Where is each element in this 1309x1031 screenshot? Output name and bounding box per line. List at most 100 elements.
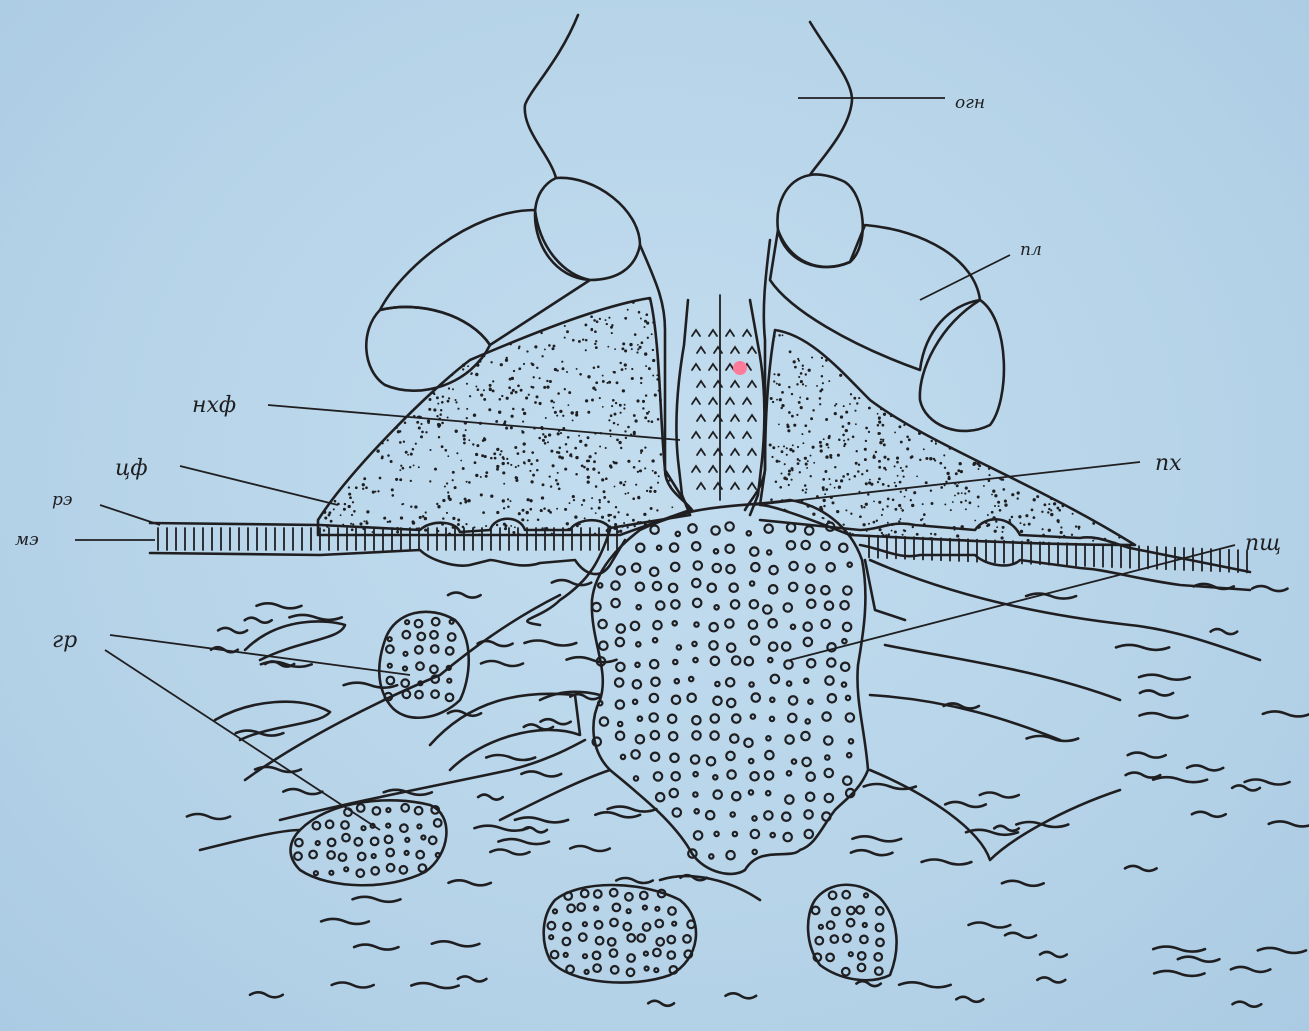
stipple-dot (448, 397, 450, 399)
stipple-dot (532, 474, 535, 477)
stipple-dot (437, 423, 440, 426)
stipple-dot (365, 486, 368, 489)
bud-cell-mark (731, 449, 739, 455)
stipple-dot (429, 480, 431, 482)
stipple-dot (836, 510, 839, 513)
stipple-dot (910, 499, 912, 501)
stipple-dot (925, 457, 928, 460)
stipple-dot (539, 402, 542, 405)
stipple-dot (462, 434, 465, 437)
stipple-dot (550, 450, 553, 453)
stipple-dot (1042, 528, 1044, 530)
gland-cell (625, 893, 633, 901)
stipple-dot (536, 469, 539, 472)
fiber-dash (1258, 948, 1306, 953)
stipple-dot (908, 438, 911, 441)
stipple-dot (910, 456, 913, 459)
stipple-dot (939, 462, 942, 465)
mass-cell (825, 769, 833, 777)
mass-cell (657, 546, 661, 550)
stipple-dot (1002, 526, 1005, 529)
stipple-dot (602, 406, 604, 408)
stipple-dot (520, 389, 523, 392)
stipple-dot (381, 455, 384, 458)
gland-cell (610, 889, 618, 897)
stipple-dot (562, 415, 564, 417)
stipple-dot (395, 426, 397, 428)
stipple-dot (946, 472, 949, 475)
mass-cell (821, 542, 829, 550)
stipple-dot (832, 501, 835, 504)
stipple-dot (587, 476, 590, 479)
stipple-dot (529, 470, 531, 472)
stipple-dot (834, 412, 837, 415)
stipple-dot (656, 374, 658, 376)
stipple-dot (805, 488, 807, 490)
stipple-dot (496, 468, 499, 471)
stipple-dot (586, 460, 589, 463)
stipple-dot (490, 495, 493, 498)
gland-cell (849, 952, 853, 956)
gland-cell (400, 824, 408, 832)
stipple-dot (447, 400, 450, 403)
gland-cell (404, 652, 408, 656)
stipple-dot (419, 516, 422, 519)
stipple-dot (499, 398, 502, 401)
gland-bottom-right (808, 885, 897, 980)
mass-cell (714, 790, 722, 798)
stipple-dot (543, 386, 546, 389)
mass-cell (842, 682, 846, 686)
stipple-dot (359, 522, 362, 525)
stipple-dot (623, 484, 626, 487)
gland-cell (403, 667, 407, 671)
stipple-dot (510, 415, 513, 418)
stipple-dot (614, 413, 617, 416)
stipple-dot (610, 414, 613, 417)
stipple-dot (387, 439, 389, 441)
stipple-dot (519, 533, 521, 535)
fiber-dash (478, 641, 513, 646)
stipple-dot (835, 479, 838, 482)
gland-cell (608, 938, 616, 946)
mass-cell (821, 586, 829, 594)
mass-cell (771, 833, 775, 837)
stipple-dot (414, 505, 417, 508)
stipple-dot (466, 383, 468, 385)
stipple-dot (778, 446, 780, 448)
mass-cell (725, 619, 733, 627)
right-cell-large (770, 225, 980, 370)
stipple-dot (930, 440, 932, 442)
gland-cell (563, 923, 571, 931)
stipple-dot (533, 376, 535, 378)
stipple-dot (410, 480, 412, 482)
stipple-dot (566, 330, 569, 333)
stipple-dot (603, 490, 606, 493)
gland-cell (417, 825, 421, 829)
stipple-dot (433, 408, 436, 411)
stipple-dot (842, 475, 845, 478)
stipple-dot (525, 396, 528, 399)
stipple-dot (503, 483, 505, 485)
right-cell-top (777, 174, 862, 267)
stipple-dot (930, 533, 932, 535)
label-re: рэ (52, 490, 72, 510)
mass-cell (636, 735, 644, 743)
stipple-dot (549, 380, 552, 383)
stipple-dot (1092, 540, 1094, 542)
gland-cell (446, 647, 454, 655)
stipple-dot (823, 517, 825, 519)
stipple-dot (955, 472, 958, 475)
stipple-dot (1001, 536, 1004, 539)
mass-cell (785, 735, 793, 743)
stipple-dot (448, 533, 451, 536)
stipple-dot (523, 412, 526, 415)
mass-cell (839, 544, 847, 552)
stipple-dot (621, 347, 624, 350)
stipple-dot (1033, 516, 1036, 519)
stipple-dot (647, 420, 649, 422)
stipple-dot (634, 333, 637, 336)
stipple-dot (616, 381, 619, 384)
stipple-dot (898, 425, 901, 428)
stipple-dot (572, 495, 575, 498)
mass-cell (765, 771, 773, 779)
